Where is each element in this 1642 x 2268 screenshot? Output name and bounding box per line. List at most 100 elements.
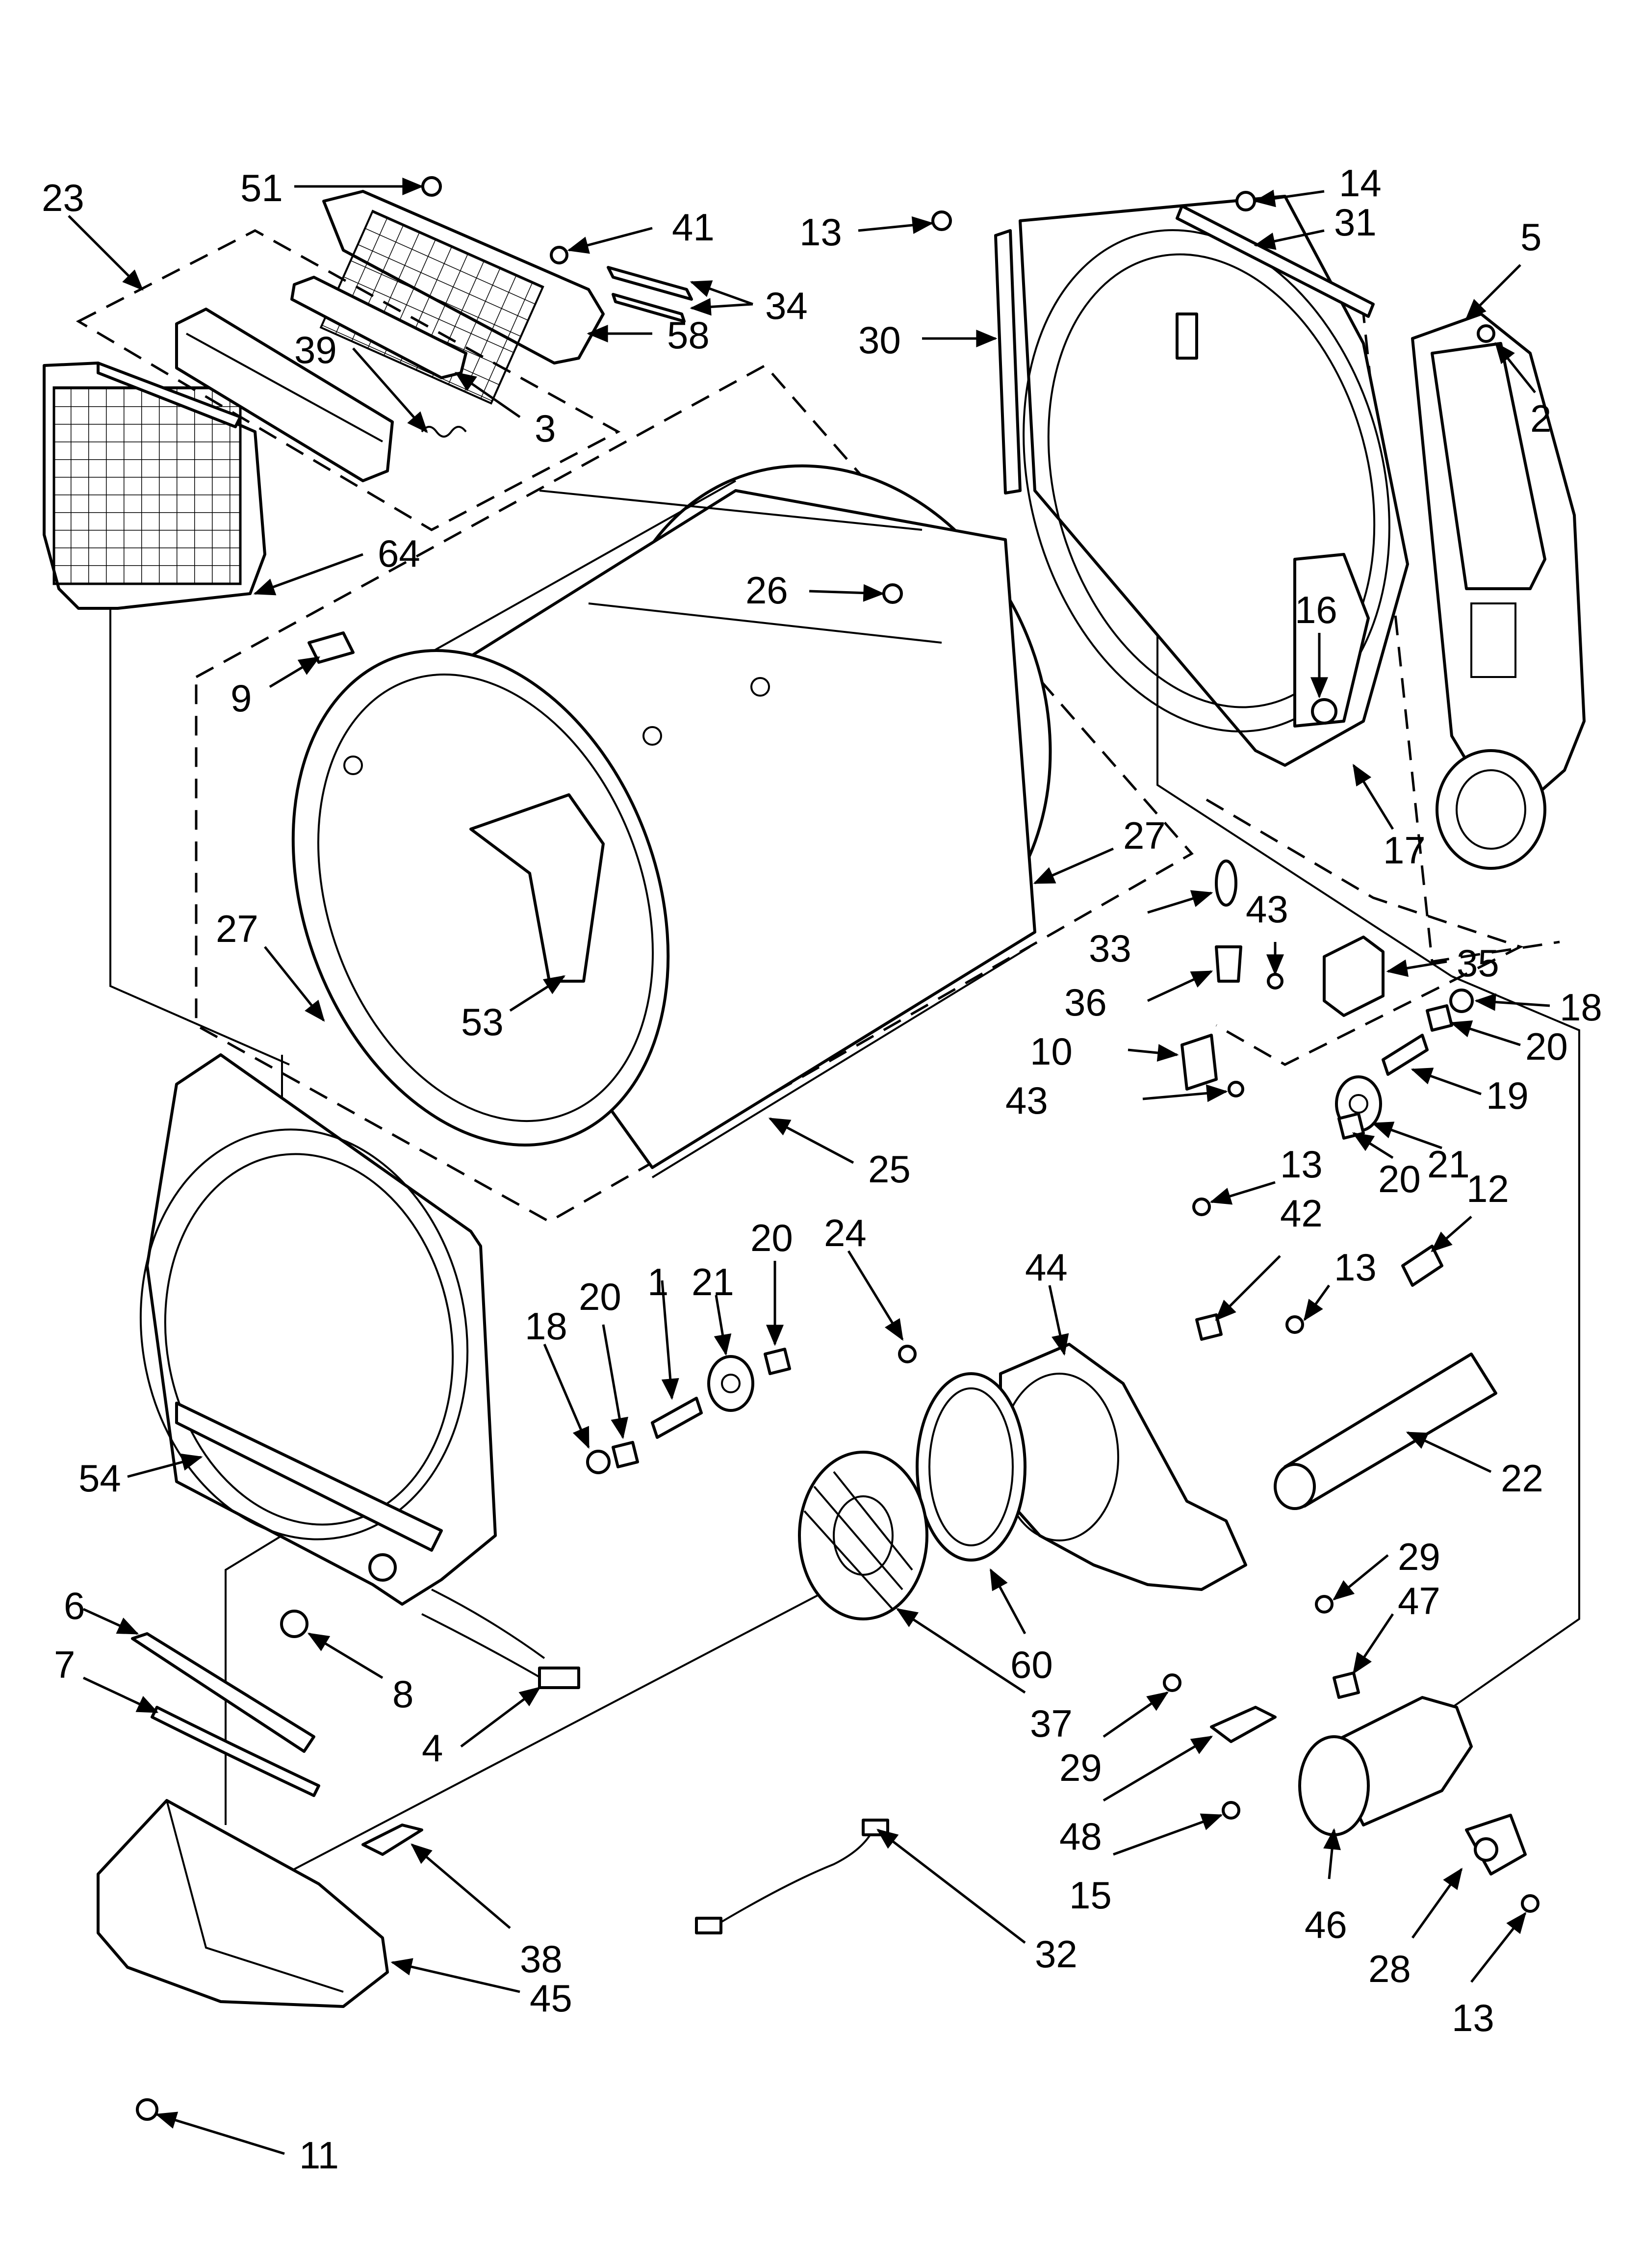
callout-29b: 29 (1059, 1746, 1102, 1789)
leader-12 (1431, 1216, 1472, 1252)
callout-23: 23 (42, 176, 84, 219)
callout-27a: 27 (1123, 814, 1166, 857)
idler-clip-d (1337, 1112, 1365, 1140)
callout-28: 28 (1368, 1947, 1411, 1990)
callout-20b: 20 (1378, 1157, 1421, 1200)
dryer-drum (291, 464, 1052, 1178)
leader-47 (1352, 1613, 1394, 1674)
callout-58: 58 (667, 313, 710, 357)
callout-1: 1 (647, 1260, 668, 1303)
lint-filter-group-outline (76, 229, 621, 531)
callout-18a: 18 (1560, 986, 1602, 1029)
callout-11: 11 (299, 2134, 339, 2177)
seal-strip-7 (151, 1706, 320, 1797)
callout-9: 9 (231, 677, 252, 720)
clip-47 (1333, 1671, 1360, 1699)
callout-31: 31 (1334, 201, 1377, 244)
leader-2 (1494, 342, 1536, 393)
leader-22 (1406, 1431, 1492, 1473)
callout-42: 42 (1280, 1192, 1323, 1235)
callout-48: 48 (1059, 1815, 1102, 1858)
callout-6: 6 (64, 1584, 85, 1627)
rear-panel-group-outline (1156, 209, 1560, 963)
screw-13-top (931, 210, 952, 231)
leader-11 (155, 2112, 285, 2155)
nut-14 (1235, 191, 1256, 211)
screw-43a (1267, 973, 1283, 990)
screw-43b (1228, 1081, 1244, 1097)
leader-18a (1474, 993, 1550, 1011)
leader-60 (989, 1568, 1026, 1635)
callout-43a: 43 (1246, 887, 1288, 931)
screw-41 (550, 246, 568, 264)
callout-19: 19 (1486, 1074, 1529, 1117)
blower-housing (999, 1343, 1247, 1591)
callout-8: 8 (392, 1672, 413, 1716)
callout-26: 26 (745, 569, 788, 612)
idler-washer-a (586, 1450, 611, 1474)
leader-1 (661, 1280, 679, 1400)
callout-39: 39 (294, 328, 337, 371)
blower-seal-ring (916, 1372, 1026, 1562)
callout-33: 33 (1089, 927, 1131, 970)
leader-53 (509, 975, 566, 1012)
callout-13c: 13 (1334, 1246, 1377, 1289)
leader-8 (307, 1632, 384, 1679)
clip-12 (1401, 1245, 1443, 1287)
callout-3: 3 (535, 407, 556, 450)
leader-36 (1147, 970, 1213, 1002)
nut-8 (280, 1610, 308, 1638)
callout-13b: 13 (1280, 1143, 1323, 1186)
drum-light-bulb (1215, 860, 1237, 907)
leader-13b (1209, 1181, 1276, 1205)
leader-18b (543, 1344, 590, 1449)
exhaust-tube (1274, 1353, 1497, 1510)
screw-13-c (1285, 1315, 1304, 1334)
callout-5: 5 (1520, 215, 1541, 259)
callout-12: 12 (1466, 1167, 1509, 1210)
leader-13a (858, 216, 934, 234)
screw-13-d (1521, 1894, 1539, 1913)
leader-38 (410, 1843, 511, 1929)
lint-duct (97, 1799, 389, 2008)
leader-14 (1254, 189, 1325, 208)
light-socket (1215, 945, 1242, 983)
leader-32 (876, 1828, 1026, 1944)
callout-30: 30 (858, 318, 901, 362)
callout-29a: 29 (1398, 1535, 1440, 1578)
leader-29b (1103, 1691, 1169, 1738)
callout-46: 46 (1305, 1903, 1347, 1946)
spring (421, 426, 467, 438)
leader-42 (1215, 1255, 1281, 1321)
idler-shaft-b (1382, 1034, 1429, 1076)
callout-21b: 21 (692, 1260, 734, 1303)
leader-46 (1323, 1828, 1341, 1879)
callout-35: 35 (1457, 941, 1499, 985)
leader-23 (68, 215, 144, 291)
leader-41 (567, 227, 653, 254)
callout-21a: 21 (1427, 1143, 1470, 1186)
leader-10 (1128, 1044, 1179, 1062)
callout-44: 44 (1025, 1246, 1068, 1289)
leader-20b (1352, 1132, 1394, 1159)
top-seal (1176, 205, 1375, 318)
screw-51 (421, 176, 442, 197)
callout-41: 41 (672, 206, 715, 249)
clip-9 (308, 631, 355, 664)
rear-bulkhead (1019, 195, 1409, 767)
callout-16: 16 (1295, 588, 1337, 631)
rear-bracket (994, 229, 1022, 495)
leader-3 (455, 371, 521, 418)
idler-washer-b (1449, 989, 1474, 1013)
leader-34b (690, 298, 753, 316)
leader-21a (1371, 1121, 1442, 1149)
callout-38: 38 (520, 1937, 563, 1981)
heater-housing (1298, 1696, 1473, 1836)
lint-housing-bar (175, 308, 394, 482)
leader-33 (1147, 890, 1213, 914)
filter-to-frame-line (109, 608, 290, 1066)
callout-60: 60 (1010, 1643, 1053, 1686)
leader-35 (1386, 959, 1447, 977)
callout-64: 64 (378, 532, 420, 575)
